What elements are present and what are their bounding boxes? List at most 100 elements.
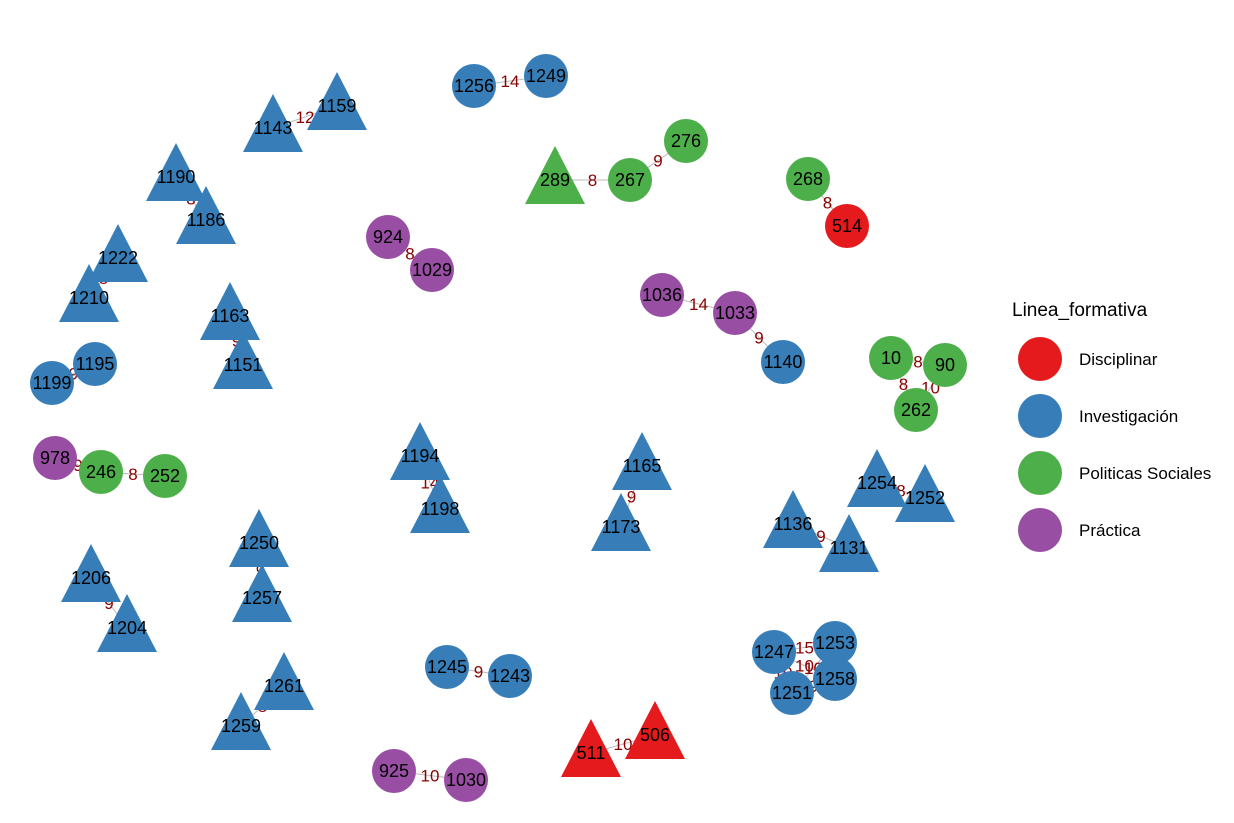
node-1258: 1258 <box>813 657 857 701</box>
node-label: 1159 <box>318 96 357 116</box>
circle-node-marker <box>73 342 117 386</box>
node-label: 246 <box>86 462 116 482</box>
circle-node-marker <box>786 157 830 201</box>
edge-weight-label: 9 <box>73 456 82 475</box>
node-1186: 1186 <box>176 186 236 244</box>
node-1190: 1190 <box>146 143 206 201</box>
node-label: 514 <box>832 216 862 236</box>
legend-label-practica: Práctica <box>1079 521 1141 540</box>
legend-item-investigacion: Investigación <box>1018 394 1178 438</box>
edge-weight-label: 9 <box>69 365 78 384</box>
node-label: 289 <box>540 170 570 190</box>
node-1249: 1249 <box>524 54 568 98</box>
triangle-node-marker <box>763 490 823 548</box>
node-label: 1173 <box>602 517 641 537</box>
node-1036: 1036 <box>640 273 684 317</box>
legend-swatch-practica <box>1018 508 1062 552</box>
edge-weight-label: 9 <box>754 329 763 348</box>
node-262: 262 <box>894 388 938 432</box>
edge-weight-label: 9 <box>816 527 825 546</box>
node-1210: 1210 <box>59 264 119 322</box>
node-1199: 1199 <box>30 361 74 405</box>
circle-node-marker <box>488 654 532 698</box>
node-label: 1151 <box>224 355 263 375</box>
node-1254: 1254 <box>847 449 907 507</box>
node-1251: 1251 <box>770 671 814 715</box>
triangle-node-marker <box>88 224 148 282</box>
node-label: 1195 <box>76 354 115 374</box>
edge-weight-label: 14 <box>689 295 708 314</box>
node-label: 262 <box>901 400 931 420</box>
node-label: 511 <box>577 743 606 763</box>
node-1159: 1159 <box>307 72 367 130</box>
node-90: 90 <box>923 343 967 387</box>
circle-node-marker <box>664 119 708 163</box>
triangle-node-marker <box>232 564 292 622</box>
node-label: 1259 <box>221 716 261 736</box>
node-label: 1030 <box>446 770 486 790</box>
triangle-node-marker <box>229 509 289 567</box>
node-1257: 1257 <box>232 564 292 622</box>
node-1165: 1165 <box>612 432 672 490</box>
triangle-node-marker <box>243 94 303 152</box>
legend-label-disciplinar: Disciplinar <box>1079 350 1158 369</box>
circle-node-marker <box>752 630 796 674</box>
node-1140: 1140 <box>761 340 805 384</box>
edge-weight-label: 8 <box>913 353 922 372</box>
triangle-node-marker <box>200 282 260 340</box>
node-925: 925 <box>372 749 416 793</box>
circle-node-marker <box>33 436 77 480</box>
legend-item-disciplinar: Disciplinar <box>1018 337 1158 381</box>
node-label: 1033 <box>715 303 755 323</box>
node-label: 1206 <box>71 568 111 588</box>
legend-item-practica: Práctica <box>1018 508 1141 552</box>
circle-node-marker <box>894 388 938 432</box>
circle-node-marker <box>79 450 123 494</box>
node-label: 1190 <box>157 167 196 187</box>
circle-node-marker <box>640 273 684 317</box>
circle-node-marker <box>444 758 488 802</box>
node-label: 1194 <box>401 446 440 466</box>
node-268: 268 <box>786 157 830 201</box>
node-1256: 1256 <box>452 64 496 108</box>
triangle-node-marker <box>819 514 879 572</box>
node-924: 924 <box>366 215 410 259</box>
edge-weight-label: 8 <box>899 375 908 394</box>
circle-node-marker <box>366 215 410 259</box>
circle-node-marker <box>869 336 913 380</box>
node-label: 1165 <box>623 456 662 476</box>
node-1204: 1204 <box>97 594 157 652</box>
node-label: 1222 <box>98 248 138 268</box>
node-1243: 1243 <box>488 654 532 698</box>
node-289: 289 <box>525 146 585 204</box>
triangle-node-marker <box>254 652 314 710</box>
edge-weight-label: 9 <box>653 152 662 171</box>
node-1206: 1206 <box>61 544 121 602</box>
node-label: 1186 <box>187 210 226 230</box>
node-label: 978 <box>40 448 70 468</box>
edge-weight-label: 9 <box>232 332 241 351</box>
legend-label-politicas-sociales: Politicas Sociales <box>1079 464 1211 483</box>
edge-weight-label: 10 <box>614 735 633 754</box>
edge-weight-label: 9 <box>474 663 483 682</box>
node-label: 1247 <box>754 642 794 662</box>
node-1033: 1033 <box>713 291 757 335</box>
node-label: 1210 <box>69 288 109 308</box>
node-1222: 1222 <box>88 224 148 282</box>
node-1143: 1143 <box>243 94 303 152</box>
triangle-node-marker <box>59 264 119 322</box>
node-1030: 1030 <box>444 758 488 802</box>
circle-node-marker <box>825 204 869 248</box>
node-label: 1136 <box>774 514 813 534</box>
node-label: 506 <box>640 725 670 745</box>
edge-weight-label: 8 <box>588 171 597 190</box>
node-label: 1249 <box>526 66 566 86</box>
circle-node-marker <box>713 291 757 335</box>
node-511: 511 <box>561 719 621 777</box>
node-label: 1250 <box>239 533 279 553</box>
triangle-node-marker <box>176 186 236 244</box>
node-label: 1036 <box>642 285 682 305</box>
circle-node-marker <box>452 64 496 108</box>
circle-node-marker <box>425 645 469 689</box>
